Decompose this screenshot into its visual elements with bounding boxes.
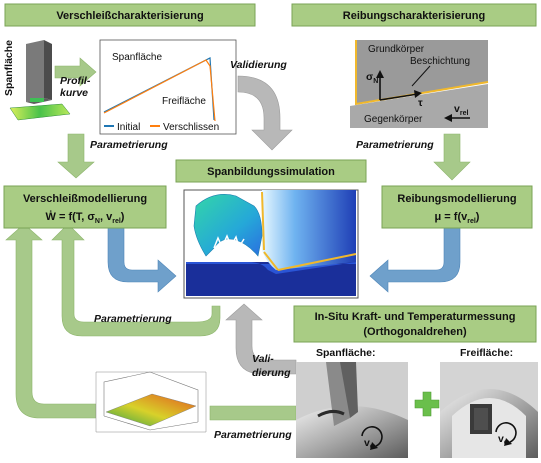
- box-insitu-measurement: [293, 305, 537, 343]
- profile-plot: Spanfläche Freifläche Initial Verschliss…: [99, 39, 237, 135]
- label-profilkurve-2: kurve: [60, 87, 88, 99]
- box-friction-modeling-label: Reibungsmodellierung: [397, 193, 516, 205]
- box-chip-simulation: [175, 159, 367, 183]
- label-dierung: dierung: [252, 367, 291, 379]
- box-friction-characterization: [291, 3, 537, 27]
- box-friction-modeling: [381, 185, 533, 229]
- box-wear-modeling-label: Verschleißmodellierung: [23, 193, 147, 205]
- label-parametrierung-left: Parametrierung: [94, 313, 172, 325]
- vc-flank: vC: [498, 433, 509, 447]
- arrow-validierung-top: [237, 75, 293, 151]
- legend-initial: Initial: [117, 122, 140, 133]
- box-friction-characterization-label: Reibungscharakterisierung: [343, 10, 485, 22]
- profile-label-freiflaeche: Freifläche: [162, 96, 206, 107]
- label-freiflaeche-photo: Freifläche:: [460, 347, 513, 359]
- insert-image: [9, 40, 71, 121]
- label-validierung-top: Validierung: [230, 59, 287, 71]
- photo-flank-face: vC: [440, 362, 538, 458]
- friction-formula: μ = f(vrel): [435, 211, 480, 225]
- label-spanflaeche-vertical: Spanfläche: [3, 40, 15, 96]
- box-insitu-line1: In-Situ Kraft- und Temperaturmessung: [315, 311, 516, 323]
- arrow-to-profile-plot: [54, 57, 97, 87]
- profile-label-spanflaeche: Spanfläche: [112, 52, 162, 63]
- arrow-param-bottom: [209, 405, 297, 421]
- friction-label-vrel: vrel: [454, 103, 468, 117]
- label-parametrierung-wear: Parametrierung: [90, 139, 168, 151]
- arrow-friction-char-down: [433, 133, 471, 181]
- friction-label-tau: τ: [418, 97, 423, 109]
- friction-label-beschichtung: Beschichtung: [410, 56, 470, 67]
- label-parametrierung-friction: Parametrierung: [356, 139, 434, 151]
- label-vali: Vali-: [252, 353, 274, 365]
- arrow-validierung-bottom: [225, 303, 297, 375]
- box-insitu-line2: (Orthogonaldrehen): [363, 326, 467, 338]
- label-parametrierung-bottom: Parametrierung: [214, 429, 292, 441]
- friction-label-sigma: σN: [366, 71, 378, 85]
- simulation-image: [183, 189, 359, 299]
- vc-rake: vC: [364, 437, 375, 451]
- box-wear-modeling: [3, 185, 167, 229]
- arrow-wear-model-to-sim: [107, 227, 177, 293]
- arrow-param-surface-to-wear: [5, 223, 97, 419]
- friction-sketch: Grundkörper Beschichtung σN τ Gegenkörpe…: [350, 40, 489, 128]
- plus-icon: [414, 391, 440, 417]
- legend-worn: Verschlissen: [163, 122, 219, 133]
- friction-label-gegenkoerper: Gegenkörper: [364, 114, 423, 125]
- label-profilkurve-1: Profil-: [60, 75, 91, 87]
- profile-worn-line: [103, 59, 216, 122]
- arrow-param-sim-to-wear: [51, 223, 221, 337]
- friction-label-grundkoerper: Grundkörper: [368, 44, 425, 55]
- box-wear-characterization-label: Verschleißcharakterisierung: [56, 10, 203, 22]
- wear-formula: Ẇ = f(T, σN, vrel): [46, 210, 125, 225]
- arrow-friction-model-to-sim: [369, 227, 461, 293]
- photo-rake-face: vC: [296, 362, 408, 458]
- box-wear-characterization: [4, 3, 256, 27]
- label-spanflaeche-photo: Spanfläche:: [316, 347, 376, 359]
- wear-surface-plot: [95, 371, 207, 433]
- arrow-wear-char-down: [57, 133, 95, 179]
- box-chip-simulation-label: Spanbildungssimulation: [207, 166, 335, 178]
